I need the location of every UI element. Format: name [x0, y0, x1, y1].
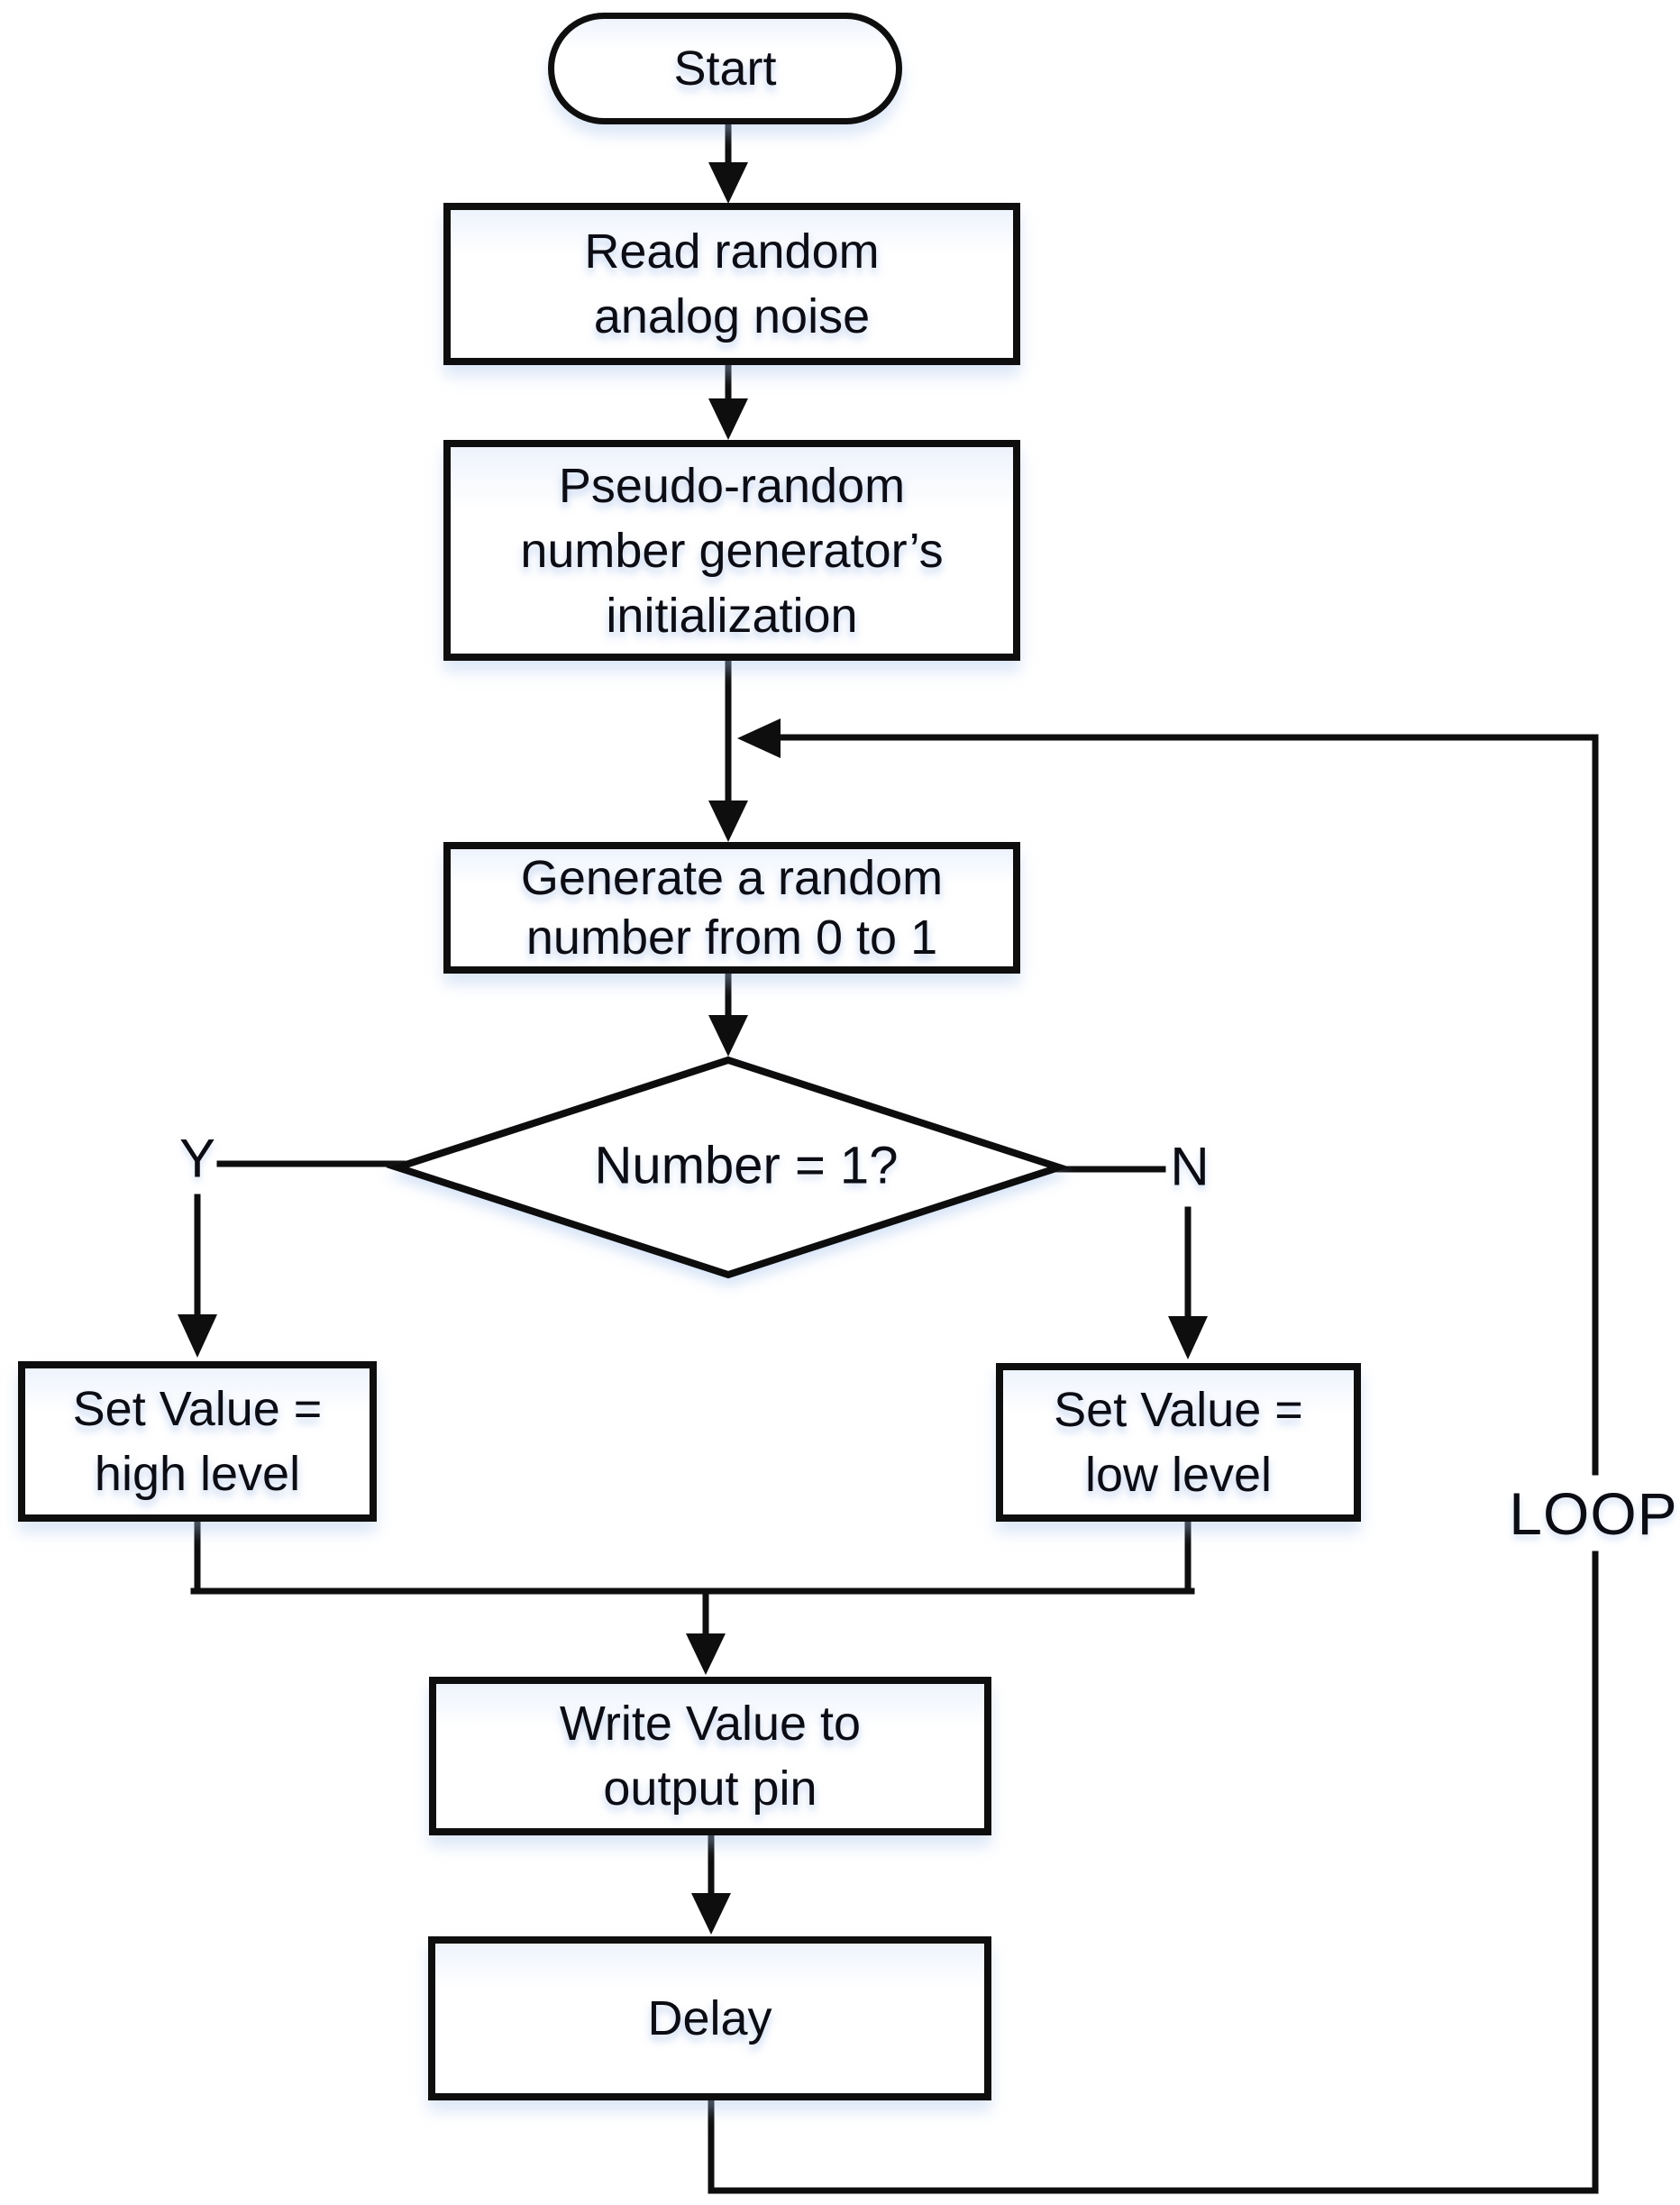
decision-label: Number = 1?: [594, 1136, 899, 1195]
arrowheads: [178, 162, 1208, 1935]
flow-connectors: [190, 121, 1599, 2194]
node-read-analog-noise: Read random analog noise: [443, 203, 1020, 365]
node-prng-line3: initialization: [606, 588, 858, 643]
yes-branch-label: Y: [178, 1128, 216, 1189]
node-set-value-low: Set Value = low level: [996, 1363, 1361, 1522]
node-read-line1: Read random: [584, 224, 880, 279]
arrowhead-into-pseudo: [708, 398, 748, 440]
arrowhead-loop-into-main: [737, 718, 781, 758]
node-start-label: Start: [673, 41, 777, 96]
loop-label: LOOP: [1509, 1480, 1678, 1547]
node-write-line2: output pin: [603, 1761, 817, 1816]
node-read-line2: analog noise: [593, 289, 871, 343]
node-generate-line2: number from 0 to 1: [525, 910, 938, 965]
arrowhead-into-low: [1168, 1316, 1208, 1359]
node-prng-line2: number generator’s: [520, 523, 944, 578]
node-delay: Delay: [428, 1936, 991, 2100]
node-write-value: Write Value to output pin: [429, 1677, 991, 1835]
arrowhead-into-generate: [708, 801, 748, 842]
arrowhead-into-decision: [708, 1015, 748, 1057]
edge-loop-top: [779, 734, 1599, 1476]
decision-diamond-shape: [386, 1056, 1071, 1279]
arrowhead-into-read: [708, 162, 748, 204]
node-prng-initialization: Pseudo-random number generator’s initial…: [443, 440, 1020, 661]
node-prng-line1: Pseudo-random: [558, 458, 906, 513]
arrowhead-into-write: [686, 1633, 726, 1675]
node-delay-label: Delay: [647, 1991, 772, 2045]
node-low-line2: low level: [1084, 1448, 1273, 1502]
arrowhead-into-high: [178, 1314, 217, 1358]
node-high-line2: high level: [94, 1447, 301, 1501]
node-write-line1: Write Value to: [559, 1697, 862, 1751]
node-set-value-high: Set Value = high level: [18, 1361, 377, 1522]
arrowhead-into-delay: [691, 1893, 731, 1935]
node-generate-line1: Generate a random: [520, 851, 944, 905]
node-generate-random-number: Generate a random number from 0 to 1: [443, 842, 1020, 974]
no-branch-label: N: [1170, 1136, 1210, 1197]
node-high-line1: Set Value =: [72, 1382, 323, 1436]
node-start: Start: [548, 13, 902, 124]
node-low-line1: Set Value =: [1054, 1383, 1303, 1437]
edge-delay-loop-bottom: [708, 1551, 1599, 2194]
